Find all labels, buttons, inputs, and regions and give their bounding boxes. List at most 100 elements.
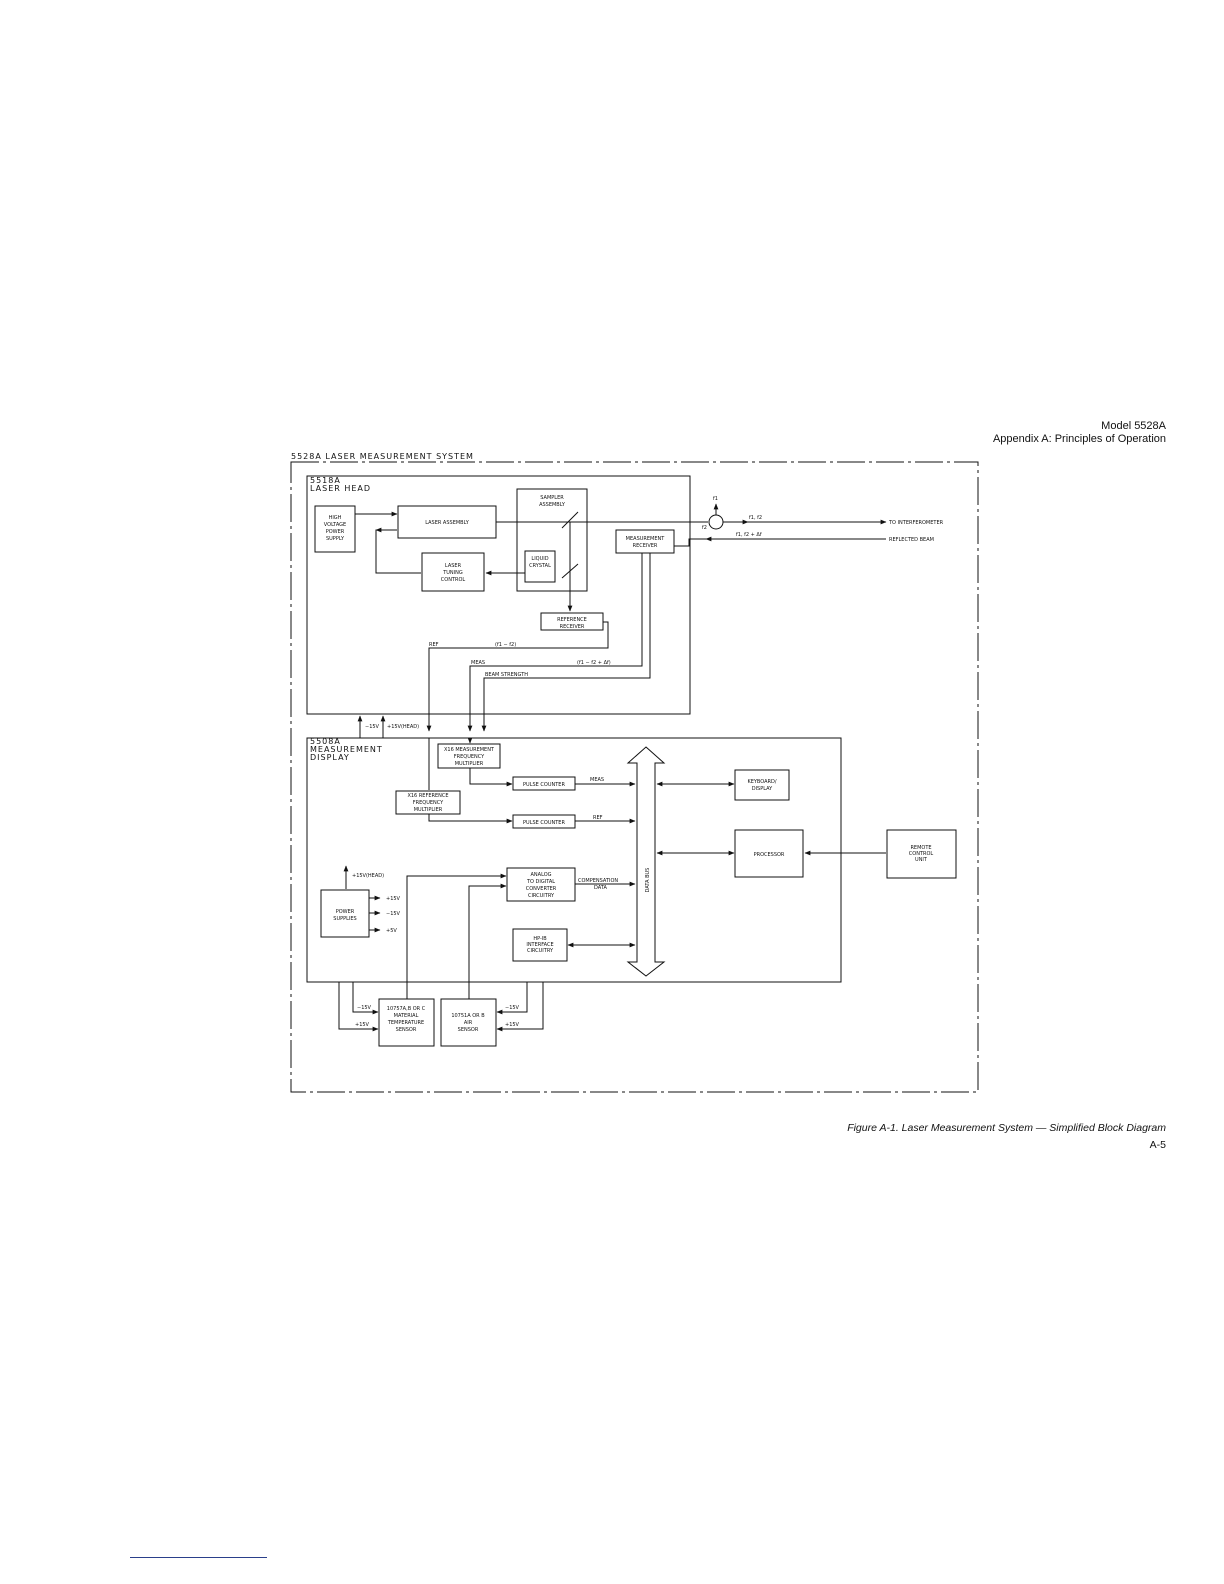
rc-l2: CONTROL — [909, 851, 934, 857]
x16-ref-block — [395, 790, 461, 815]
kb-l1: KEYBOARD/ — [747, 779, 776, 785]
hv-l2: VOLTAGE — [324, 522, 346, 528]
label-plus15v-head: +15V(HEAD) — [387, 724, 419, 730]
label-ps-p15: +15V — [386, 896, 401, 902]
label-data: DATA — [594, 885, 607, 891]
label-sensor-m15-right: −15V — [505, 1005, 520, 1011]
hpib-l1: HP-IB — [533, 936, 547, 942]
sampler-block — [516, 488, 588, 592]
hpib-block — [512, 928, 568, 962]
ms-l4: SENSOR — [396, 1027, 417, 1033]
pc2-label: PULSE COUNTER — [523, 820, 565, 826]
processor-block — [734, 829, 804, 878]
kb-l2: DISPLAY — [752, 786, 773, 792]
lc-l1: LIQUID — [531, 556, 548, 562]
system-title: 5528A LASER MEASUREMENT SYSTEM — [291, 452, 474, 461]
as-l1: 10751A OR B — [451, 1013, 485, 1019]
hv-l1: HIGH — [329, 515, 342, 521]
hpib-l2: INTERFACE — [526, 942, 553, 948]
hpib-l3: CIRCUITRY — [527, 948, 554, 954]
x16m-l2: FREQUENCY — [454, 754, 485, 760]
x16r-l1: X16 REFERENCE — [407, 793, 448, 799]
rr-l1: REFERENCE — [557, 617, 587, 623]
ps-l2: SUPPLIES — [333, 916, 356, 922]
tuning-l2: TUNING — [442, 570, 463, 576]
ms-l1: 10757A,B OR C — [387, 1006, 426, 1012]
adc-l3: CONVERTER — [526, 886, 557, 892]
label-ps-m15: −15V — [386, 911, 401, 917]
page-header: Model 5528A Appendix A: Principles of Op… — [993, 420, 1166, 446]
label-ref-2: REF — [593, 815, 603, 821]
label-sensor-p15-right: +15V — [505, 1022, 520, 1028]
combiner-circle — [708, 514, 724, 530]
hv-power-block — [314, 505, 356, 553]
tuning-l3: CONTROL — [441, 577, 466, 583]
adc-l1: ANALOG — [531, 872, 552, 878]
laser-head-model: 5518A — [310, 476, 341, 485]
label-ps-head: +15V(HEAD) — [352, 873, 384, 879]
mr-l1: MEASUREMENT — [626, 536, 666, 542]
hv-l4: SUPPLY — [326, 536, 345, 542]
label-ps-p5: +5V — [386, 928, 397, 934]
label-minus15v: −15V — [365, 724, 380, 730]
label-compensation: COMPENSATION — [578, 878, 618, 884]
remote-block — [886, 829, 957, 879]
label-beam-strength: BEAM STRENGTH — [485, 672, 528, 678]
ms-l3: TEMPERATURE — [387, 1020, 424, 1026]
display-line2: DISPLAY — [310, 753, 350, 762]
x16m-l1: X16 MEASUREMENT — [444, 747, 495, 753]
page-number: A-5 — [1149, 1139, 1166, 1151]
label-meas: MEAS — [471, 660, 485, 666]
keyboard-block — [734, 769, 790, 801]
laser-assembly-label: LASER ASSEMBLY — [425, 520, 470, 526]
rc-l1: REMOTE — [910, 845, 931, 851]
meas-receiver-block — [615, 529, 675, 554]
sampler-l2: ASSEMBLY — [539, 502, 566, 508]
label-meas-2: MEAS — [590, 777, 604, 783]
laser-head-box — [306, 475, 691, 715]
measurement-display-box — [306, 737, 842, 983]
lc-l2: CRYSTAL — [529, 563, 551, 569]
label-sensor-p15-left: +15V — [355, 1022, 370, 1028]
label-f1-f2-df: (f1 − f2 + Δf) — [577, 660, 611, 666]
ms-l2: MATERIAL — [394, 1013, 419, 1019]
as-l3: SENSOR — [458, 1027, 479, 1033]
display-model: 5508A — [310, 737, 341, 746]
rc-l3: UNIT — [915, 857, 928, 863]
x16r-l2: FREQUENCY — [413, 800, 444, 806]
system-boundary — [290, 461, 979, 1093]
adc-l4: CIRCUITRY — [528, 893, 555, 899]
label-to-interferometer: TO INTERFEROMETER — [888, 520, 944, 526]
label-f1f2df: f1, f2 + Δf — [736, 532, 762, 538]
as-l2: AIR — [464, 1020, 473, 1026]
label-f2: f2 — [702, 525, 707, 531]
label-data-bus: DATA BUS — [645, 868, 651, 893]
data-bus-arrow — [626, 746, 666, 977]
label-f1-minus-f2: (f1 − f2) — [495, 642, 516, 648]
label-sensor-m15-left: −15V — [357, 1005, 372, 1011]
adc-l2: TO DIGITAL — [526, 879, 555, 885]
rr-l2: RECEIVER — [560, 624, 585, 630]
pc1-label: PULSE COUNTER — [523, 782, 565, 788]
header-model: Model 5528A — [1101, 420, 1166, 432]
x16-meas-block — [437, 743, 501, 769]
x16m-l3: MULTIPLIER — [455, 761, 484, 767]
header-appendix: Appendix A: Principles of Operation — [992, 433, 1166, 445]
processor-label: PROCESSOR — [754, 852, 785, 858]
sampler-l1: SAMPLER — [540, 495, 564, 501]
figure-caption: Figure A-1. Laser Measurement System — S… — [847, 1122, 1166, 1134]
display-line1: MEASUREMENT — [310, 745, 383, 754]
label-f1f2: f1, f2 — [749, 515, 762, 521]
footer-rule — [130, 1557, 267, 1558]
label-ref: REF — [429, 642, 439, 648]
laser-head-name: LASER HEAD — [310, 484, 371, 493]
liquid-crystal-block — [524, 550, 556, 583]
mr-l2: RECEIVER — [633, 543, 658, 549]
x16r-l3: MULTIPLIER — [414, 807, 443, 813]
label-reflected-beam: REFLECTED BEAM — [889, 537, 934, 543]
hv-l3: POWER — [326, 529, 345, 535]
label-f1: f1 — [713, 496, 718, 502]
tuning-l1: LASER — [445, 563, 462, 569]
laser-tuning-block — [421, 552, 485, 592]
ps-l1: POWER — [336, 909, 355, 915]
